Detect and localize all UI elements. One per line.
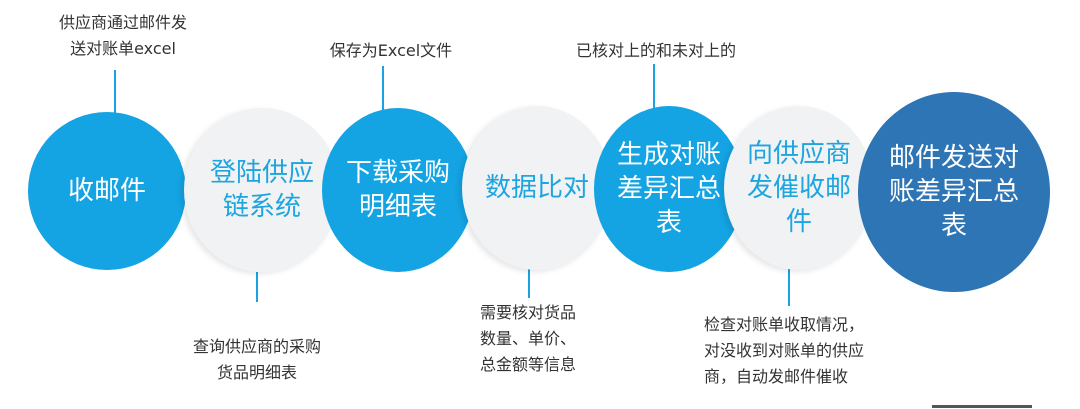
note-summary-info: 已核对上的和未对上的 [575, 41, 736, 60]
note-urge-info: 检查对账单收取情况， 对没收到对账单的供应 商，自动发邮件催收 [704, 315, 865, 386]
note-receive-mail: 供应商通过邮件发 送对账单excel [58, 13, 187, 58]
step-label: 下载采购明细表 [345, 158, 450, 222]
note-query-details: 查询供应商的采购 货品明细表 [192, 337, 321, 382]
step-data-compare: 数据比对 [462, 106, 612, 270]
connector-line [788, 266, 790, 306]
step-label: 收邮件 [67, 176, 146, 206]
step-urge-supplier: 向供应商发催收邮件 [724, 106, 874, 270]
step-send-summary: 邮件发送对账差异汇总表 [858, 92, 1050, 292]
connector-line [653, 64, 655, 108]
connector-line [114, 70, 116, 124]
connector-line [256, 272, 258, 302]
note-save-excel: 保存为Excel文件 [329, 41, 453, 60]
step-label: 生成对账差异汇总表 [616, 140, 721, 238]
step-label: 登陆供应链系统 [209, 158, 314, 222]
step-receive-mail: 收邮件 [28, 112, 186, 270]
step-label: 邮件发送对账差异汇总表 [888, 143, 1019, 241]
note-compare-info: 需要核对货品 数量、单价、 总金额等信息 [480, 303, 577, 374]
connector-line [382, 66, 384, 112]
bottom-divider [932, 405, 1032, 408]
step-download-details: 下载采购明细表 [322, 108, 474, 272]
step-login-supply-chain: 登陆供应链系统 [184, 108, 340, 272]
step-generate-summary: 生成对账差异汇总表 [594, 106, 744, 272]
step-label: 向供应商发催收邮件 [746, 139, 851, 237]
connector-line [528, 268, 530, 298]
step-label: 数据比对 [484, 173, 589, 203]
